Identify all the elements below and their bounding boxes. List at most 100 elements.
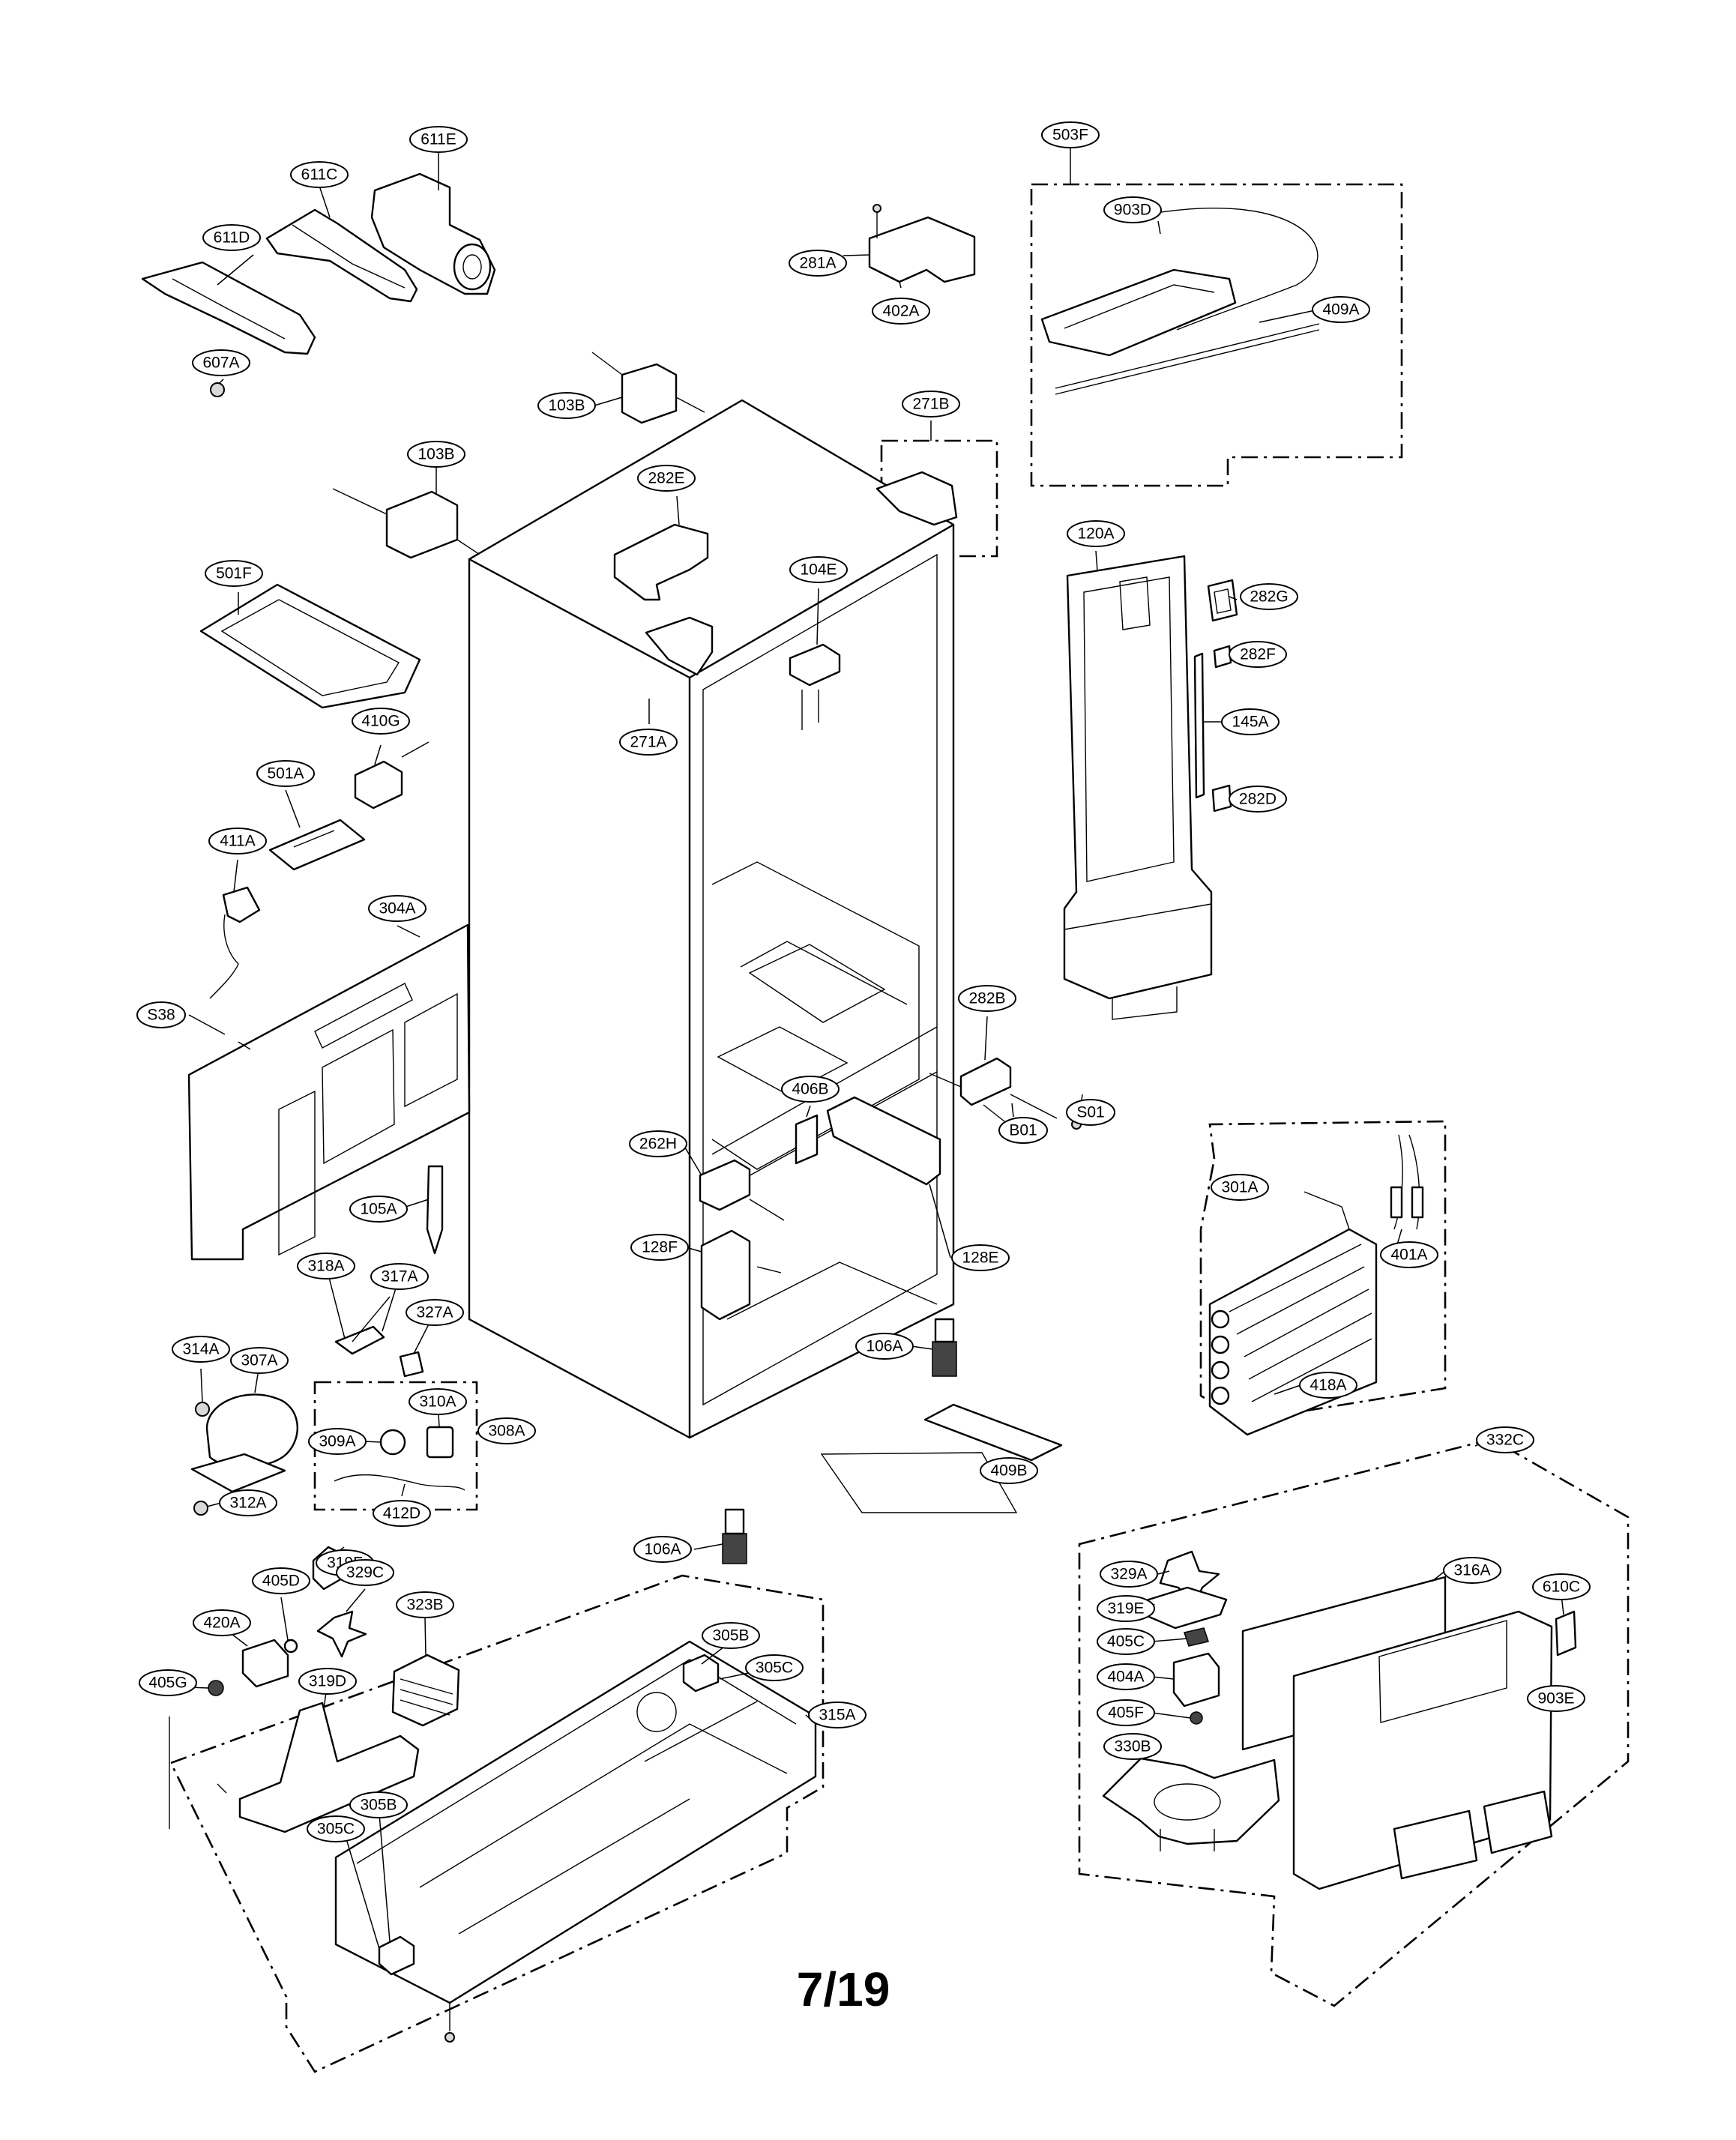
callout-411a: 411A bbox=[208, 828, 267, 855]
callout-314a: 314A bbox=[172, 1336, 230, 1363]
callout-315a: 315A bbox=[808, 1702, 867, 1728]
left-components bbox=[187, 583, 471, 1591]
callout-271a: 271A bbox=[619, 729, 678, 756]
callout-text: 271A bbox=[630, 734, 666, 751]
callout-oval bbox=[139, 1669, 197, 1696]
callout-text: 405G bbox=[148, 1675, 187, 1692]
callout-text: 405D bbox=[262, 1573, 300, 1590]
271a-hinge-shape bbox=[645, 616, 714, 676]
callout-text: 312A bbox=[229, 1495, 266, 1512]
callout-305c: 305C bbox=[307, 1815, 365, 1842]
callout-103b: 103B bbox=[537, 392, 596, 419]
callout-oval bbox=[373, 1500, 431, 1527]
callout-oval bbox=[951, 1244, 1010, 1271]
callout-text: 282F bbox=[1240, 646, 1276, 663]
callout-oval bbox=[407, 441, 465, 468]
callout-310a: 310A bbox=[409, 1388, 467, 1415]
callout-text: 307A bbox=[241, 1352, 277, 1369]
callout-text: 282E bbox=[648, 470, 684, 487]
callout-611d: 611D bbox=[202, 224, 261, 251]
callout-319e: 319E bbox=[1097, 1595, 1155, 1622]
leveling-parts bbox=[722, 1318, 1063, 1564]
callout-text: 305B bbox=[712, 1627, 749, 1645]
ice-maker-parts bbox=[141, 172, 496, 397]
callout-106a: 106A bbox=[633, 1536, 692, 1563]
callout-oval bbox=[637, 465, 696, 492]
callout-oval bbox=[208, 828, 267, 855]
callout-oval bbox=[349, 1196, 408, 1223]
callout-327a: 327A bbox=[406, 1299, 464, 1326]
callout-301a: 301A bbox=[1211, 1174, 1269, 1201]
callout-text: S01 bbox=[1076, 1104, 1104, 1121]
callout-405f: 405F bbox=[1097, 1699, 1155, 1726]
611d-tray-shape bbox=[141, 261, 316, 355]
callout-128f: 128F bbox=[630, 1234, 689, 1261]
callout-oval bbox=[1221, 708, 1280, 735]
callout-oval bbox=[136, 1001, 186, 1028]
callout-oval bbox=[1097, 1628, 1155, 1655]
callout-329a: 329A bbox=[1100, 1561, 1158, 1588]
callout-oval bbox=[1532, 1573, 1591, 1600]
callout-text: 262H bbox=[639, 1136, 677, 1153]
callout-text: 503F bbox=[1052, 127, 1088, 144]
machine-compartment bbox=[169, 1610, 817, 2043]
128f-bracket-shape bbox=[700, 1229, 751, 1321]
callout-text: 319D bbox=[309, 1673, 346, 1690]
106a-upper-leg-shape bbox=[932, 1341, 957, 1377]
callout-418a: 418A bbox=[1299, 1372, 1357, 1399]
callout-282f: 282F bbox=[1229, 641, 1287, 668]
callout-120a: 120A bbox=[1067, 520, 1125, 547]
315a-base-pan-shape bbox=[334, 1640, 817, 2004]
319d-fan-bracket-shape bbox=[238, 1702, 420, 1833]
callout-s01: S01 bbox=[1066, 1099, 1115, 1126]
callout-text: 308A bbox=[488, 1423, 525, 1440]
group-503f-outline bbox=[1030, 183, 1403, 487]
callout-oval bbox=[1097, 1663, 1155, 1690]
callout-oval bbox=[308, 1428, 367, 1455]
callout-text: 103B bbox=[418, 446, 454, 463]
405g-washer-shape bbox=[208, 1680, 224, 1696]
callout-610c: 610C bbox=[1532, 1573, 1591, 1600]
501f-shelf-shape bbox=[199, 583, 421, 709]
128e-rail-shape bbox=[826, 1096, 941, 1186]
callout-903e: 903E bbox=[1527, 1685, 1585, 1712]
callout-316a: 316A bbox=[1443, 1557, 1501, 1584]
callout-text: 332C bbox=[1486, 1432, 1524, 1449]
callout-oval bbox=[855, 1333, 914, 1360]
callout-330b: 330B bbox=[1103, 1733, 1162, 1760]
callout-oval bbox=[537, 392, 596, 419]
callout-282e: 282E bbox=[637, 465, 696, 492]
callout-oval bbox=[1312, 296, 1370, 323]
callout-b01: B01 bbox=[998, 1117, 1048, 1144]
319e-bracket-shape bbox=[1142, 1586, 1228, 1630]
callout-103b: 103B bbox=[407, 441, 465, 468]
callout-text: 282B bbox=[968, 990, 1005, 1007]
callout-oval bbox=[1443, 1557, 1501, 1584]
callout-282d: 282D bbox=[1229, 786, 1287, 813]
group-332c-outline bbox=[1078, 1438, 1630, 2007]
304a-cover-shape bbox=[187, 923, 471, 1261]
callout-text: 106A bbox=[644, 1541, 681, 1558]
callout-oval bbox=[349, 1791, 408, 1818]
callout-332c: 332C bbox=[1476, 1426, 1534, 1453]
callout-oval bbox=[902, 391, 960, 418]
callout-106a: 106A bbox=[855, 1333, 914, 1360]
group-401a-outline bbox=[1199, 1120, 1447, 1423]
callout-305c: 305C bbox=[745, 1654, 804, 1681]
callout-304a: 304A bbox=[368, 895, 427, 922]
406b-sensor-shape bbox=[795, 1114, 819, 1165]
callout-oval bbox=[352, 708, 410, 735]
callout-oval bbox=[193, 1609, 251, 1636]
callout-281a: 281A bbox=[789, 250, 847, 277]
callout-text: 323B bbox=[406, 1597, 443, 1614]
callout-text: 329C bbox=[346, 1564, 384, 1582]
callout-oval bbox=[230, 1347, 289, 1374]
callout-oval bbox=[1476, 1426, 1534, 1453]
callout-text: 128E bbox=[962, 1250, 998, 1267]
callout-text: 317A bbox=[381, 1268, 418, 1285]
callout-oval bbox=[629, 1130, 687, 1157]
callout-282g: 282G bbox=[1240, 583, 1298, 610]
callout-410g: 410G bbox=[352, 708, 410, 735]
420a-motor-shape bbox=[241, 1639, 289, 1688]
103b-left-block-shape bbox=[385, 490, 459, 559]
